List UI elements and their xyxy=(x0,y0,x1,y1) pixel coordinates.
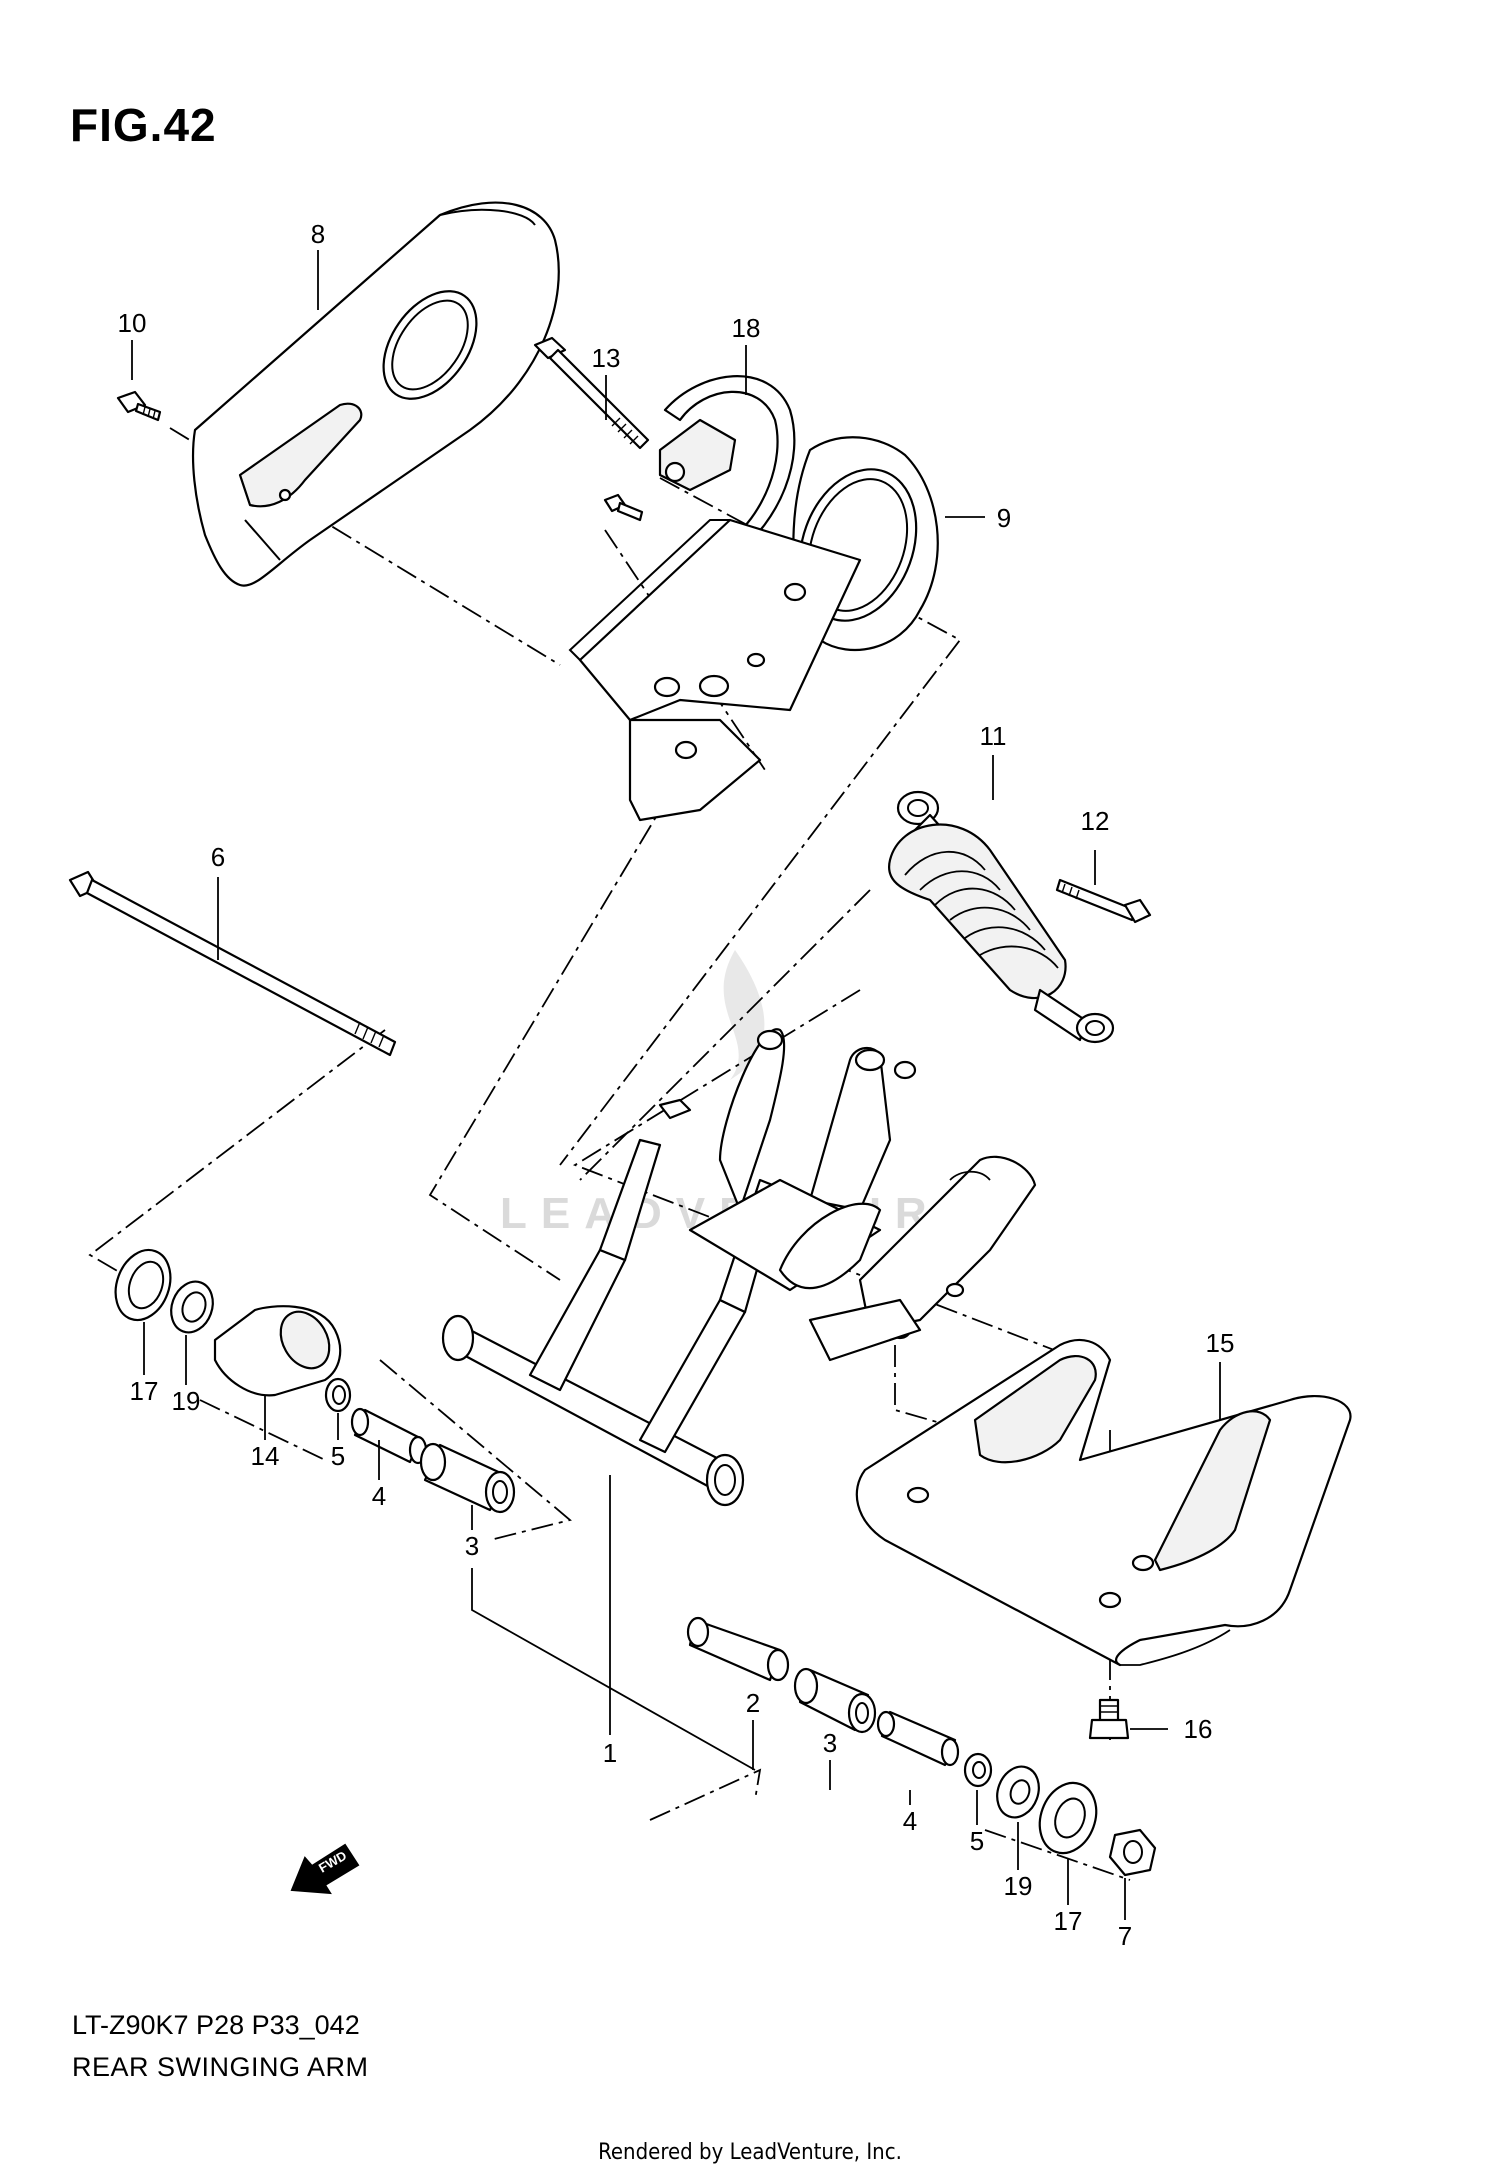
part-10-bolt xyxy=(116,390,162,422)
part-5-left-collar xyxy=(324,1377,352,1413)
callout-labels: 8 10 13 18 9 11 12 6 15 16 1 2 3 4 5 19 … xyxy=(118,219,1235,1951)
part-3-right-bushing xyxy=(793,1667,877,1734)
part-7-nut xyxy=(1108,1828,1157,1877)
part-3-left-bushing xyxy=(419,1442,516,1514)
part-12-bolt xyxy=(1055,878,1152,924)
callout-5-right: 5 xyxy=(970,1826,984,1856)
part-4-right-sleeve xyxy=(876,1710,960,1767)
callout-17-left: 17 xyxy=(130,1376,159,1406)
callout-6: 6 xyxy=(211,842,225,872)
callout-1: 1 xyxy=(603,1738,617,1768)
part-5-right-collar xyxy=(963,1752,993,1788)
callout-3-right: 3 xyxy=(823,1728,837,1758)
part-1-swinging-arm xyxy=(441,1028,1037,1507)
part-screw-small xyxy=(603,493,644,522)
callout-8: 8 xyxy=(311,219,325,249)
part-chain-case-bracket xyxy=(568,518,862,822)
figure-title: FIG.42 xyxy=(70,99,217,151)
part-4-left-sleeve xyxy=(350,1407,428,1465)
reference-code: LT-Z90K7 P28 P33_042 xyxy=(72,2010,360,2040)
callout-14: 14 xyxy=(251,1441,280,1471)
callout-10: 10 xyxy=(118,308,147,338)
callout-19-left: 19 xyxy=(172,1386,201,1416)
callout-15: 15 xyxy=(1206,1328,1235,1358)
callout-3-left: 3 xyxy=(465,1531,479,1561)
callout-9: 9 xyxy=(997,503,1011,533)
callout-16: 16 xyxy=(1184,1714,1213,1744)
diagram-caption: REAR SWINGING ARM xyxy=(72,2052,369,2082)
part-13-bolt xyxy=(533,336,650,450)
callout-19-right: 19 xyxy=(1004,1871,1033,1901)
callout-13: 13 xyxy=(592,343,621,373)
callout-17-right: 17 xyxy=(1054,1906,1083,1936)
callout-12: 12 xyxy=(1081,806,1110,836)
callout-2: 2 xyxy=(746,1688,760,1718)
part-16-bolt xyxy=(1088,1698,1130,1740)
part-11-shock xyxy=(887,790,1115,1044)
fwd-arrow-icon: FWD xyxy=(290,1843,360,1895)
callout-7: 7 xyxy=(1118,1921,1132,1951)
leader-lines xyxy=(131,250,1221,1920)
callout-4-left: 4 xyxy=(372,1481,386,1511)
footer-credit: Rendered by LeadVenture, Inc. xyxy=(598,2140,902,2165)
callout-4-right: 4 xyxy=(903,1806,917,1836)
callout-11: 11 xyxy=(980,721,1007,751)
part-2-collar xyxy=(686,1616,790,1682)
part-19-right-washer xyxy=(996,1765,1040,1819)
part-17-left-seal xyxy=(114,1248,172,1322)
part-17-right-seal xyxy=(1038,1781,1098,1855)
part-15-skid-plate xyxy=(855,1338,1352,1667)
part-6-pivot-shaft xyxy=(68,870,397,1057)
callout-18: 18 xyxy=(732,313,761,343)
part-8-chain-cover xyxy=(191,201,560,587)
part-14-chain-guide xyxy=(213,1305,342,1397)
callout-5-left: 5 xyxy=(331,1441,345,1471)
part-19-left-washer xyxy=(170,1280,214,1334)
